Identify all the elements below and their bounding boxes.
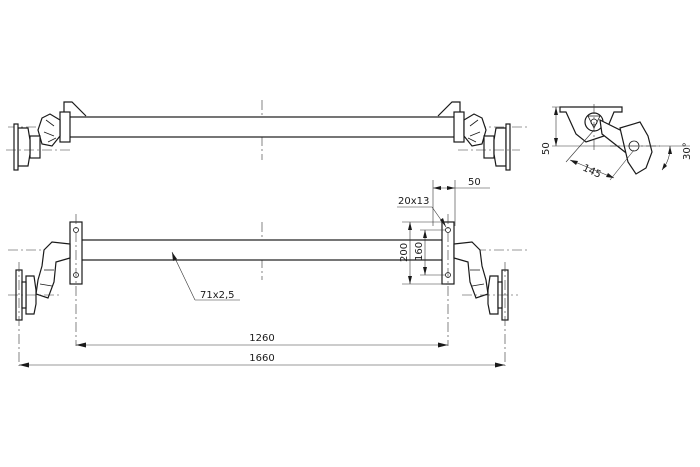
hole-size-label: 20x13 [398, 196, 429, 207]
height-200-label: 200 [399, 243, 410, 262]
hole-size-callout: 20x13 [397, 196, 447, 228]
side-height-50-label: 50 [541, 142, 552, 155]
right-hub-front [453, 241, 518, 366]
dimension-160: 160 [414, 229, 446, 276]
front-view: 1260 1660 71x2,5 20x13 [8, 177, 530, 368]
left-mounting-plate [69, 214, 83, 346]
tube-size-label: 71x2,5 [200, 290, 235, 301]
tube-size-callout: 71x2,5 [171, 251, 240, 301]
height-160-label: 160 [414, 242, 425, 261]
axle-tube-top [67, 116, 457, 138]
arm-angle-30-label: 30° [682, 142, 693, 160]
arm-length-145-label: 145 [581, 163, 603, 181]
dimension-label-1260: 1260 [249, 333, 274, 344]
right-hub-top [458, 113, 520, 171]
side-view: 50 145 30° [541, 104, 693, 181]
left-hub-top [6, 113, 70, 171]
dimension-angle-30: 30° [634, 142, 693, 171]
dimension-1260: 1260 [76, 333, 448, 348]
left-hub-front [8, 241, 71, 366]
dimension-side-50: 50 [541, 106, 634, 155]
offset-50-label: 50 [468, 177, 481, 188]
axle-tube-front [79, 239, 445, 261]
dimension-200: 200 [399, 221, 446, 285]
top-view [6, 100, 530, 171]
dimension-1660: 1660 [19, 353, 505, 368]
dimension-50-offset: 50 [432, 177, 490, 226]
right-mounting-plate [441, 214, 455, 346]
dimension-label-1660: 1660 [249, 353, 274, 364]
